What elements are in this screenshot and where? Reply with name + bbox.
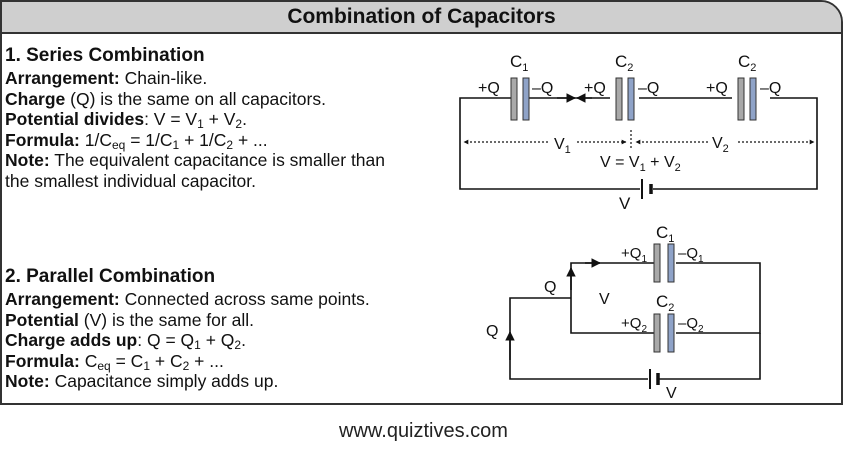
series-battery-icon bbox=[641, 179, 653, 199]
parallel-label-q-inner: Q bbox=[544, 279, 556, 296]
series-note: Note: The equivalent capacitance is smal… bbox=[5, 150, 386, 170]
parallel-battery-label: V bbox=[666, 385, 677, 402]
parallel-capacitor-c1 bbox=[653, 243, 675, 283]
parallel-charge: Charge adds up: Q = Q1 + Q2. bbox=[5, 330, 246, 352]
parallel-formula: Formula: Ceq = C1 + C2 + ... bbox=[5, 350, 224, 373]
parallel-potential: Potential (V) is the same for all. bbox=[5, 309, 254, 330]
page-title: Combination of Capacitors bbox=[2, 2, 841, 34]
series-plus-q-1: +Q bbox=[478, 80, 500, 97]
series-label-c1: C1 bbox=[510, 52, 528, 74]
series-label-v2: V2 bbox=[712, 135, 729, 155]
series-capacitor-c3 bbox=[737, 77, 757, 121]
parallel-label-q-outer: Q bbox=[486, 323, 498, 340]
parallel-section: 2. Parallel Combination Arrangement: Con… bbox=[5, 266, 370, 392]
series-plus-q-3: +Q bbox=[706, 80, 728, 97]
series-circuit-diagram: C1 C2 C2 +Q –Q +Q –Q +Q –Q V1 V2 V = V1 … bbox=[459, 52, 818, 402]
series-label-c2: C2 bbox=[615, 52, 633, 74]
parallel-label-c2: C2 bbox=[656, 292, 674, 314]
parallel-arrangement: Arrangement: Connected across same point… bbox=[5, 289, 370, 309]
infographic-card: Combination of Capacitors 1. Series Comb… bbox=[0, 0, 843, 405]
series-battery-label: V bbox=[619, 194, 631, 213]
parallel-note: Note: Capacitance simply adds up. bbox=[5, 371, 279, 391]
parallel-minus-q2: –Q2 bbox=[678, 315, 704, 335]
parallel-battery-icon bbox=[649, 369, 660, 389]
series-voltage-sum: V = V1 + V2 bbox=[600, 154, 681, 174]
series-capacitor-c2 bbox=[615, 77, 635, 121]
parallel-capacitor-c2 bbox=[653, 313, 675, 353]
parallel-label-c1: C1 bbox=[656, 223, 674, 245]
series-heading: 1. Series Combination bbox=[5, 45, 205, 66]
series-label-c3: C2 bbox=[738, 52, 756, 74]
series-charge: Charge (Q) is the same on all capacitors… bbox=[5, 88, 326, 109]
parallel-label-v: V bbox=[599, 291, 610, 308]
series-minus-q-2: –Q bbox=[638, 80, 659, 97]
series-capacitor-c1 bbox=[510, 77, 530, 121]
series-minus-q-1: –Q bbox=[532, 80, 553, 97]
series-arrangement: Arrangement: Chain-like. bbox=[5, 68, 208, 88]
parallel-heading: 2. Parallel Combination bbox=[5, 266, 216, 287]
series-section: 1. Series Combination Arrangement: Chain… bbox=[5, 45, 385, 191]
series-potential: Potential divides: V = V1 + V2. bbox=[5, 109, 247, 131]
series-note-cont: the smallest individual capacitor. bbox=[5, 170, 256, 191]
footer-url: www.quiztives.com bbox=[339, 420, 508, 442]
parallel-plus-q1: +Q1 bbox=[621, 245, 647, 265]
series-formula: Formula: 1/Ceq = 1/C1 + 1/C2 + ... bbox=[5, 129, 268, 152]
parallel-minus-q1: –Q1 bbox=[678, 245, 704, 265]
series-plus-q-2: +Q bbox=[584, 80, 606, 97]
parallel-plus-q2: +Q2 bbox=[621, 315, 647, 335]
series-label-v1: V1 bbox=[554, 136, 571, 156]
series-minus-q-3: –Q bbox=[760, 80, 781, 97]
